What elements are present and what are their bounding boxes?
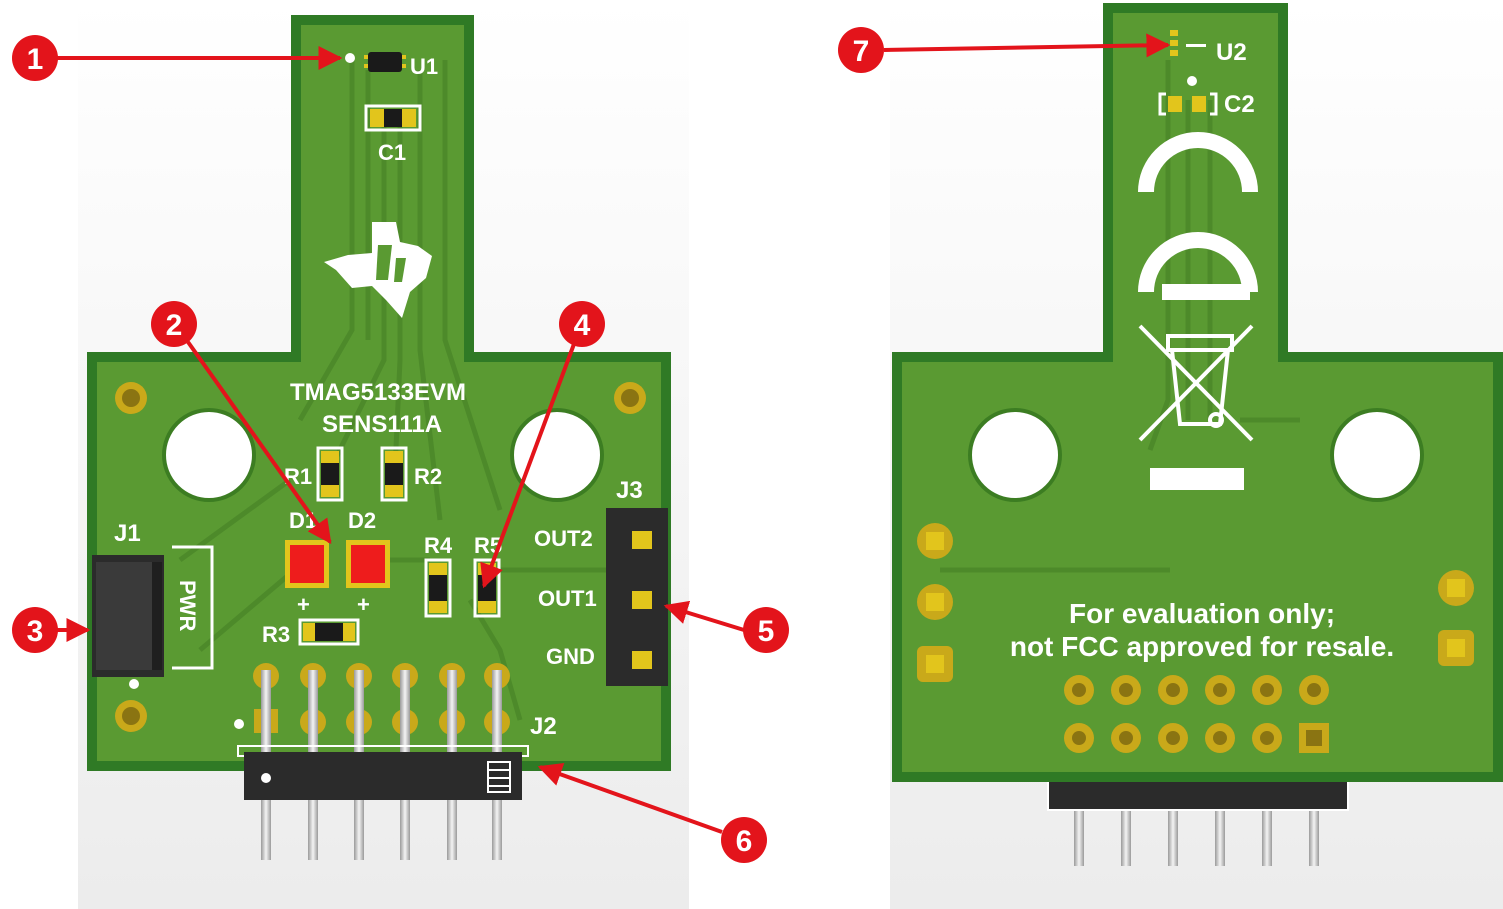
front-corner-vias bbox=[115, 382, 646, 732]
led-d1 bbox=[285, 540, 329, 588]
board-id-label: SENS111A bbox=[322, 411, 442, 438]
c1-label: C1 bbox=[378, 140, 406, 165]
front-pcb: U1 C1 TMAG5133EVM SENS111A R1 R2 bbox=[87, 15, 671, 860]
r4-resistor bbox=[424, 558, 452, 618]
r2-label: R2 bbox=[414, 464, 442, 489]
r2-resistor bbox=[380, 446, 408, 502]
front-mount-hole-left bbox=[162, 408, 256, 502]
callout-4-arrow bbox=[480, 343, 576, 589]
weee-bar-icon bbox=[1150, 468, 1244, 490]
callout-5-badge: 5 bbox=[743, 607, 789, 653]
callout-1-badge: 1 bbox=[12, 35, 58, 81]
ce-mark-icon bbox=[1138, 132, 1258, 300]
c2-label: C2 bbox=[1224, 91, 1255, 118]
callout-7-number: 7 bbox=[853, 35, 870, 68]
pwr-label: PWR bbox=[175, 580, 200, 631]
front-traces bbox=[178, 60, 610, 721]
back-pcb: U2 C2 bbox=[892, 3, 1503, 866]
callout-6-badge: 6 bbox=[721, 817, 767, 863]
callout-5-arrow bbox=[663, 600, 745, 632]
u2-label: U2 bbox=[1216, 39, 1247, 66]
callout-2-arrow bbox=[186, 340, 332, 544]
r3-label: R3 bbox=[262, 622, 290, 647]
callout-4-badge: 4 bbox=[559, 301, 605, 347]
back-mount-hole-right bbox=[1330, 408, 1424, 502]
j2-header bbox=[237, 745, 529, 800]
u1-label: U1 bbox=[410, 54, 438, 79]
notice-line2: not FCC approved for resale. bbox=[1010, 631, 1394, 662]
callout-5-number: 5 bbox=[758, 615, 775, 648]
d2-label: D2 bbox=[348, 508, 376, 533]
callout-badges: 1 2 3 4 5 6 7 bbox=[12, 27, 884, 863]
callout-arrows bbox=[56, 33, 1171, 834]
callout-7-badge: 7 bbox=[838, 27, 884, 73]
j1-jumper bbox=[92, 545, 214, 689]
r5-resistor bbox=[473, 558, 501, 618]
led-d2 bbox=[346, 540, 390, 588]
front-mount-hole-right bbox=[510, 408, 604, 502]
notice-line1: For evaluation only; bbox=[1069, 598, 1335, 629]
back-pins-bottom bbox=[1074, 808, 1319, 866]
callout-3-number: 3 bbox=[27, 615, 44, 648]
callout-2-badge: 2 bbox=[151, 301, 197, 347]
j1-label: J1 bbox=[114, 520, 141, 547]
r1-resistor bbox=[316, 446, 344, 502]
callout-3-badge: 3 bbox=[12, 607, 58, 653]
board-name-label: TMAG5133EVM bbox=[290, 379, 466, 406]
weee-bin-icon bbox=[1138, 324, 1254, 442]
back-j2-pads bbox=[1064, 675, 1329, 753]
callout-4-number: 4 bbox=[574, 309, 591, 342]
u2-footprint bbox=[1170, 30, 1206, 86]
c2-footprint bbox=[1158, 92, 1218, 116]
back-side-pads bbox=[917, 523, 1474, 682]
j2-pins-bottom bbox=[261, 790, 502, 860]
callout-1-number: 1 bbox=[27, 43, 44, 76]
back-mount-hole-left bbox=[968, 408, 1062, 502]
j3-header bbox=[606, 508, 668, 686]
callout-6-number: 6 bbox=[736, 825, 753, 858]
d1-plus-label: + bbox=[297, 592, 310, 617]
r3-resistor bbox=[298, 618, 360, 646]
j2-pins-top bbox=[261, 670, 502, 760]
callout-6-arrow bbox=[537, 762, 723, 834]
callout-7-arrow bbox=[883, 33, 1171, 58]
u1-chip bbox=[345, 52, 406, 72]
out1-label: OUT1 bbox=[538, 586, 597, 611]
j2-label: J2 bbox=[530, 713, 557, 740]
r4-label: R4 bbox=[424, 533, 453, 558]
gnd-label: GND bbox=[546, 644, 595, 669]
back-pcb-outline bbox=[892, 3, 1503, 782]
j3-label: J3 bbox=[616, 477, 643, 504]
c1-capacitor bbox=[364, 104, 422, 132]
d2-plus-label: + bbox=[357, 592, 370, 617]
out2-label: OUT2 bbox=[534, 526, 593, 551]
front-pcb-outline bbox=[87, 15, 671, 771]
callout-2-number: 2 bbox=[166, 309, 183, 342]
